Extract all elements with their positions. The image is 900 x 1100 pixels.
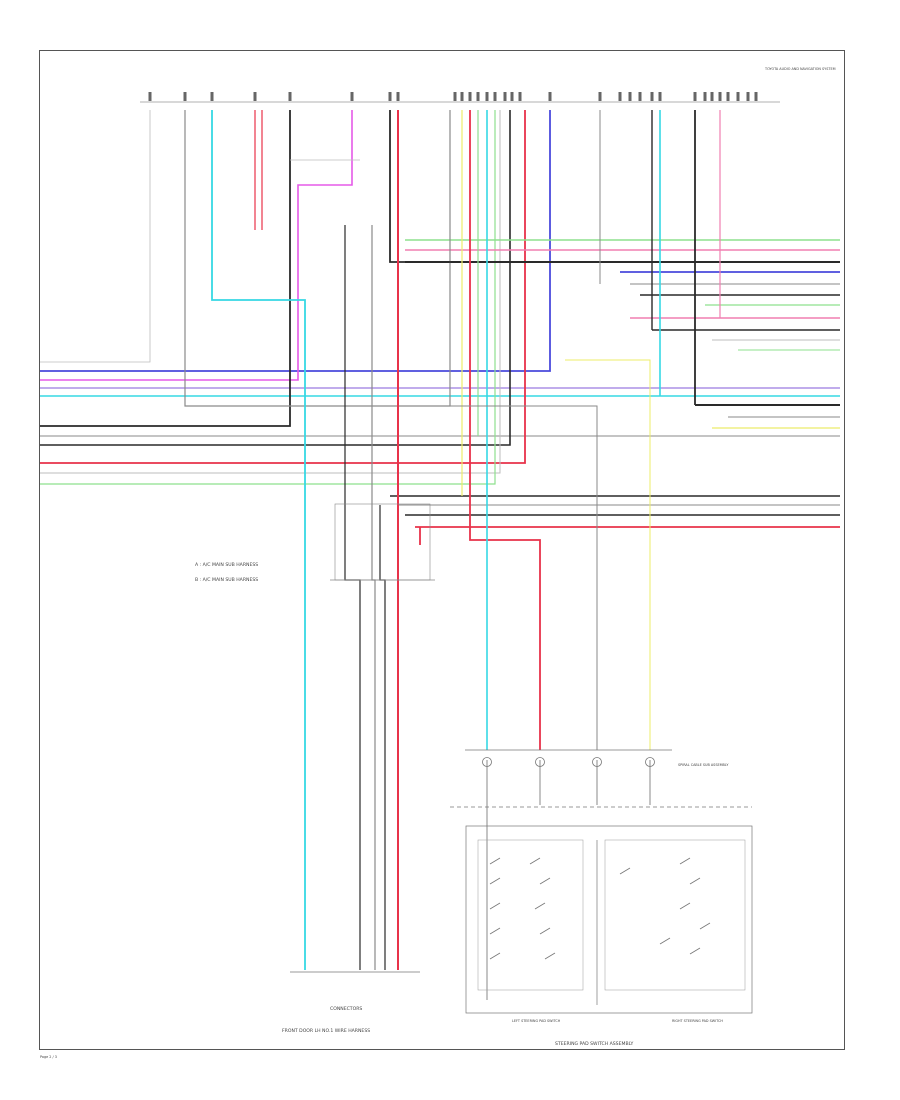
wire-black [40,110,511,446]
wire-black [379,505,386,970]
connector-pin [485,92,489,101]
switch-contact [489,927,501,935]
switch-contact [539,927,551,935]
connectors-label: CONNECTORS [330,1006,362,1012]
left-switch-panel [477,839,584,991]
right-switch-label: RIGHT STEERING PAD SWITCH [672,1019,723,1023]
connector-pin [518,92,522,101]
connector-pin [618,92,622,101]
wire-gray [450,405,598,750]
switch-contact [679,857,691,865]
connector-pin [183,92,187,101]
wire-gray [40,110,151,363]
lower-left-caption: FRONT DOOR LH NO.1 WIRE HARNESS [282,1028,370,1034]
switch-contact [489,857,501,865]
connector-pin [453,92,457,101]
wire-red [469,110,541,750]
terminal-circle [535,757,545,767]
top-connector-pins [148,92,758,101]
left-switch-label: LEFT STEERING PAD SWITCH [512,1019,561,1023]
switch-contact [529,857,541,865]
switch-note: SPIRAL CABLE SUB ASSEMBLY [678,763,729,767]
switch-contacts [489,857,711,960]
connector-pin [253,92,257,101]
connector-pin [548,92,552,101]
switch-contact [689,877,701,885]
wire-black [40,110,291,427]
switch-contact [679,902,691,910]
connector-pin [148,92,152,101]
switch-contact [539,877,551,885]
switch-group-caption: STEERING PAD SWITCH ASSEMBLY [555,1041,634,1047]
connector-pin [288,92,292,101]
connector-pin [396,92,400,101]
connector-pin [210,92,214,101]
wire-black [344,225,361,970]
legend-item-b: B : A/C MAIN SUB HARNESS [195,577,258,583]
legend-item-a: A : A/C MAIN SUB HARNESS [195,562,258,568]
connector-pin [703,92,707,101]
connector-pin [710,92,714,101]
switch-contact [619,867,631,875]
top-right-note: TOYOTA AUDIO AND NAVIGATION SYSTEM [764,67,836,71]
terminal-circle [645,757,655,767]
connector-pin [726,92,730,101]
wire-yellow [565,359,651,750]
terminal-circle [482,757,492,767]
wire-red [40,110,526,464]
switch-contact [489,902,501,910]
connector-pin [746,92,750,101]
page-number: Page 2 / 3 [40,1055,57,1059]
connector-pin [718,92,722,101]
switch-contact [689,947,701,955]
switch-contact [544,952,556,960]
switch-contact [699,922,711,930]
connector-pin [658,92,662,101]
connector-pin [598,92,602,101]
switch-contact [489,877,501,885]
connector-pin [754,92,758,101]
connector-pin [493,92,497,101]
switch-contact [489,952,501,960]
connector-pin [388,92,392,101]
switch-terminals [482,757,655,767]
connector-pin [468,92,472,101]
right-switch-panel [604,839,746,991]
switch-contact [659,937,671,945]
terminal-circle [592,757,602,767]
connector-pin [736,92,740,101]
diagram-frame [39,50,845,1050]
connector-pin [693,92,697,101]
connector-pin [460,92,464,101]
wire-cyan [211,110,306,970]
wire-harness-lines [40,110,840,1000]
wire-gray [40,110,501,474]
switch-contact [534,902,546,910]
wire-gray [371,225,376,970]
connector-pin [628,92,632,101]
connector-pin [510,92,514,101]
connector-pin [350,92,354,101]
connector-pin [503,92,507,101]
connector-pin [650,92,654,101]
wire-green [40,110,496,485]
switch-assembly-box [465,825,753,1014]
connector-pin [638,92,642,101]
wire-gray [184,110,451,407]
wire-blue [40,110,551,372]
connector-pin [476,92,480,101]
wire-black [389,110,840,263]
